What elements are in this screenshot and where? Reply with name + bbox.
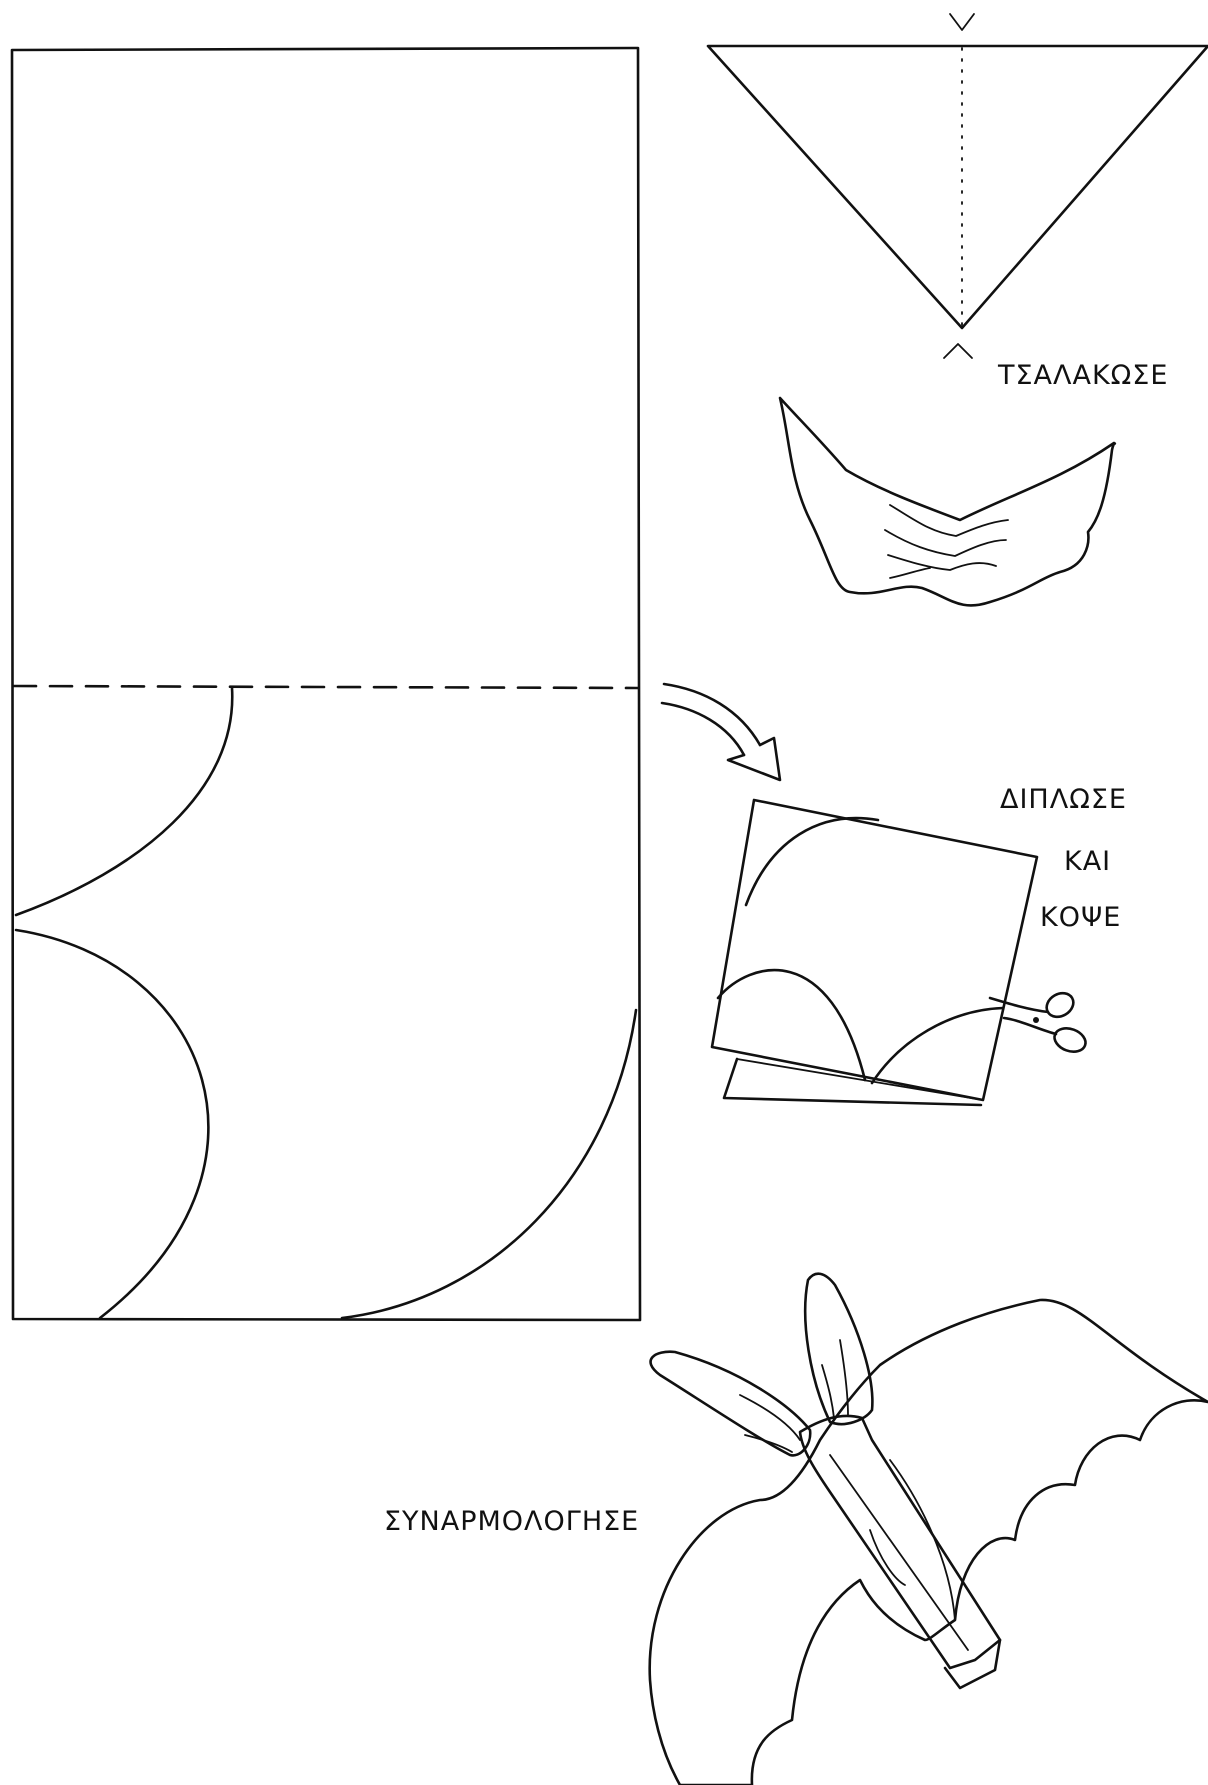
label-assemble: ΣΥΝΑΡΜΟΛΟΓΗΣΕ	[384, 1508, 639, 1535]
tuft-left-crease-1	[740, 1395, 800, 1440]
assembled-bat	[650, 1274, 1208, 1785]
curved-arrow	[662, 684, 780, 780]
bottom-fold-mark-icon	[944, 344, 972, 358]
square-arc-top	[746, 818, 878, 905]
folded-square-front	[712, 800, 1037, 1100]
triangle-step	[708, 14, 1208, 358]
bat-head-tuft-top	[805, 1274, 872, 1424]
crumple-crease-4	[890, 568, 930, 578]
crumpled-outline	[780, 398, 1115, 605]
scissors-pivot	[1033, 1017, 1039, 1023]
label-crumple: ΤΣΑΛΑΚΩΣΕ	[998, 362, 1168, 389]
scissors-handle-top	[1042, 988, 1077, 1021]
fold-and-cut-step	[712, 800, 1037, 1105]
crumple-crease-1	[890, 505, 1008, 536]
template-border	[12, 48, 640, 1320]
fold-line-dashed	[14, 686, 638, 688]
folded-square-back	[724, 1059, 981, 1105]
top-fold-mark-icon	[950, 14, 974, 30]
cut-curve-upper	[16, 688, 232, 915]
label-fold: ΔΙΠΛΩΣΕ	[1000, 786, 1127, 813]
tuft-top-crease-1	[840, 1340, 848, 1415]
clothespin-body	[800, 1416, 1000, 1668]
crumpled-paper	[780, 398, 1115, 605]
bat-head-tuft-left	[651, 1352, 811, 1456]
scissors-blade-lower	[1004, 1018, 1056, 1034]
scissors-handle-bottom	[1051, 1024, 1089, 1056]
label-cut: ΚΟΨΕ	[1040, 904, 1121, 931]
cut-curve-large	[342, 1010, 636, 1318]
scissors-blade-upper	[990, 998, 1048, 1012]
square-arc-bottom-right	[872, 1008, 1003, 1083]
label-and: ΚΑΙ	[1064, 848, 1111, 875]
paper-template	[12, 48, 640, 1320]
arrow-shaft-outer	[664, 684, 760, 745]
crumple-crease-3	[888, 555, 996, 570]
triangle-outline	[708, 46, 1208, 328]
cut-curve-left-bulge	[16, 930, 208, 1318]
